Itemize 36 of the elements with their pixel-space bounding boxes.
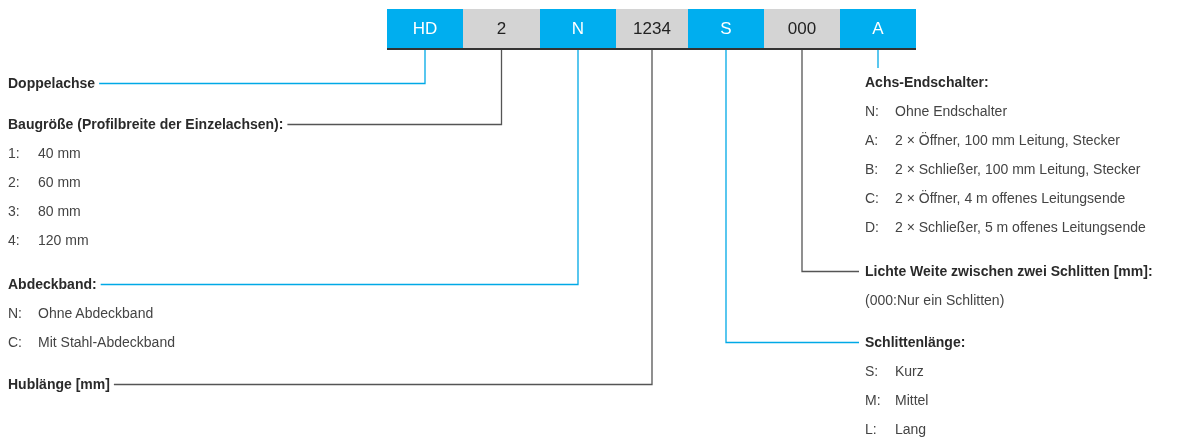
leader-line [98,49,426,85]
code-segment: HD [387,9,463,50]
option-item: C: Mit Stahl-Abdeckband [8,333,175,352]
leader-line [113,49,653,386]
option-item: C: 2 × Öffner, 4 m offenes Leitungsende [865,189,1127,208]
leader-line [801,49,860,273]
option-item: 4: 120 mm [8,231,90,250]
option-item: S: Kurz [865,362,925,381]
option-item: A: 2 × Öffner, 100 mm Leitung, Stecker [865,131,1122,150]
option-item: 1: 40 mm [8,144,82,163]
option-heading: Doppelachse [8,74,96,93]
code-segment: 1234 [616,9,688,50]
leader-line [725,49,860,344]
leader-line [286,49,503,126]
code-segment: 000 [764,9,840,50]
option-item: M: Mittel [865,391,930,410]
option-heading: Schlittenlänge: [865,333,966,352]
code-segment: A [840,9,916,50]
option-item: N: Ohne Abdeckband [8,304,155,323]
option-item: 3: 80 mm [8,202,82,221]
option-heading: Achs-Endschalter: [865,73,989,92]
option-item: D: 2 × Schließer, 5 m offenes Leitungsende [865,218,1146,237]
option-heading: Baugröße (Profilbreite der Einzelachsen): [8,115,284,134]
code-segment: S [688,9,764,50]
option-item: N: Ohne Endschalter [865,102,1009,121]
code-segment: 2 [463,9,540,50]
option-heading: Lichte Weite zwischen zwei Schlitten [mm]: [865,262,1153,281]
option-item: L: Lang [865,420,928,439]
leader-line [877,49,879,69]
note-text: (000:Nur ein Schlitten) [865,291,1006,310]
option-item: 2: 60 mm [8,173,82,192]
option-heading: Abdeckband: [8,275,97,294]
option-heading: Hublänge [mm] [8,375,110,394]
code-segment: N [540,9,616,50]
leader-line [100,49,579,286]
option-item: B: 2 × Schließer, 100 mm Leitung, Stecker [865,160,1142,179]
